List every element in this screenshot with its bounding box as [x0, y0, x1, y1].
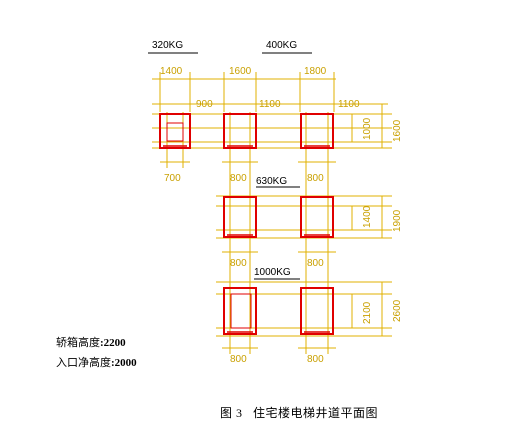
- dim-1900: 1900: [392, 209, 403, 232]
- shaft-1000kg: [223, 287, 257, 335]
- shafts: [159, 113, 334, 335]
- dim-1400-v: 1400: [362, 205, 373, 228]
- dim-1100-b: 1100: [338, 99, 360, 110]
- entry-height-note: 入口净高度:2000: [56, 357, 137, 369]
- dim-800-r3m: 800: [230, 354, 247, 365]
- shaft-row2-right: [300, 196, 334, 238]
- dim-1100-a: 1100: [259, 99, 281, 110]
- label-400kg: 400KG: [266, 40, 297, 51]
- dim-2100: 2100: [362, 301, 373, 324]
- dim-1400: 1400: [160, 66, 183, 77]
- dim-1600: 1600: [229, 66, 252, 77]
- figure-title: 住宅楼电梯井道平面图: [253, 406, 379, 420]
- dim-700: 700: [164, 173, 181, 184]
- dim-800-r2r: 800: [307, 258, 324, 269]
- dim-2600: 2600: [392, 299, 403, 322]
- dim-1600-v: 1600: [392, 119, 403, 142]
- dim-800-r3r: 800: [307, 354, 324, 365]
- shaft-630kg: [223, 196, 257, 238]
- dimension-lines: [152, 72, 392, 354]
- dim-800-r1m: 800: [230, 173, 247, 184]
- label-320kg: 320KG: [152, 40, 183, 51]
- dim-1800: 1800: [304, 66, 327, 77]
- label-630kg: 630KG: [256, 176, 287, 187]
- figure-caption: 图 3 住宅楼电梯井道平面图: [220, 404, 378, 421]
- shaft-320kg: [159, 113, 191, 149]
- shaft-row3-right: [300, 287, 334, 335]
- height-notes: 轿箱高度:2200 入口净高度:2000: [56, 333, 137, 373]
- capacity-underlines: [148, 52, 312, 280]
- figure-number: 图 3: [220, 406, 243, 420]
- dim-800-r1r: 800: [307, 173, 324, 184]
- dim-800-r2m: 800: [230, 258, 247, 269]
- dim-900: 900: [196, 99, 213, 110]
- label-1000kg: 1000KG: [254, 267, 291, 278]
- dim-1000: 1000: [362, 117, 373, 140]
- shaft-row1-right: [300, 113, 334, 149]
- shaft-400kg: [223, 113, 257, 149]
- cab-height-note: 轿箱高度:2200: [56, 337, 126, 349]
